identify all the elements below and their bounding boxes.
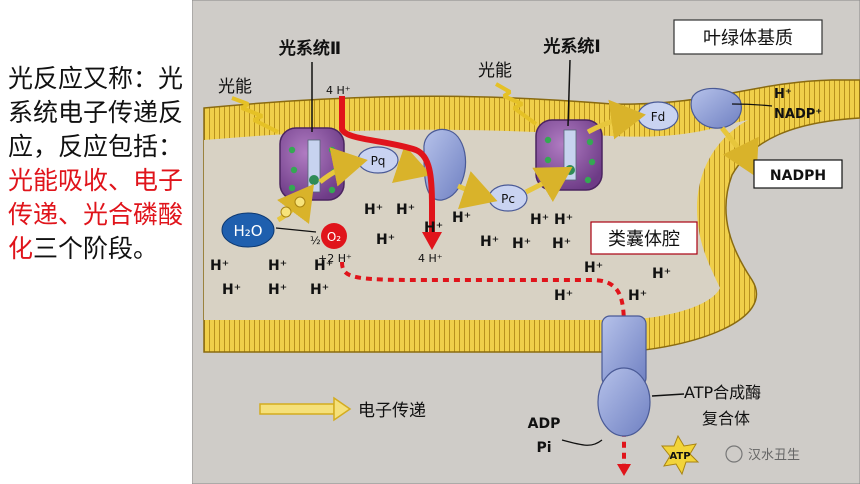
lumen-label: 类囊体腔	[608, 229, 680, 250]
e-flow-water	[276, 184, 315, 225]
water-molecule	[221, 212, 275, 248]
svg-text:H⁺: H⁺	[512, 236, 531, 252]
svg-text:H⁺: H⁺	[268, 258, 287, 274]
intro-tail: 三个阶段。	[33, 234, 159, 263]
nadph-box	[753, 159, 843, 189]
pq-label: Pq	[371, 154, 386, 168]
e-flow-cyt-pc	[457, 171, 498, 210]
light-bolt-ps1-icon	[495, 82, 538, 126]
svg-text:H⁺: H⁺	[554, 212, 573, 228]
ps2-label: 光系统Ⅱ	[278, 38, 341, 59]
light-reaction-diagram: 叶绿体基质 类囊体腔 光系统Ⅱ 光系统Ⅰ 光能 光能 Pq Pc Fd	[192, 0, 860, 484]
two-h-label: +2 H⁺	[318, 252, 352, 265]
water-label: H₂O	[233, 222, 262, 240]
proton-pump-arrow	[339, 96, 435, 236]
svg-text:H⁺: H⁺	[314, 258, 333, 274]
four-h-top-label: 4 H⁺	[326, 84, 351, 97]
legend-label: 电子传递	[358, 401, 426, 421]
stroma-label-box	[673, 19, 823, 55]
e-flow-ps1-fd	[586, 99, 646, 140]
atp-synthase-label-1: ATP合成酶	[684, 383, 761, 402]
ps1-label: 光系统Ⅰ	[542, 36, 600, 57]
atp-synthase-pointer	[651, 393, 685, 397]
wechat-icon	[725, 445, 743, 463]
legend: 电子传递	[259, 396, 426, 422]
intro-stages: 光能吸收、电子传递、光合磷酸化	[8, 166, 184, 263]
svg-text:H⁺: H⁺	[376, 232, 395, 248]
e-flow-pc-ps1	[524, 166, 573, 203]
proton-gradient-flow	[340, 261, 626, 470]
light-bolt-ps2-icon	[231, 96, 279, 134]
svg-text:H⁺: H⁺	[554, 288, 573, 304]
fd-label: Fd	[651, 110, 666, 124]
e-flow-fnr-nadph	[720, 126, 759, 177]
atp-star	[660, 434, 700, 476]
lumen-protons: H⁺ H⁺ H⁺ H⁺ H⁺ H⁺ H⁺ H⁺ H⁺ H⁺ H⁺ H⁺ H⁺ H…	[210, 202, 671, 304]
light-label-ps1: 光能	[478, 61, 512, 81]
half-label: ½	[310, 234, 321, 247]
e-flow-ps2-pq	[318, 147, 368, 187]
e-flow-pq-cyt	[391, 145, 432, 184]
oxygen-label: O₂	[327, 230, 341, 244]
ps1-pointer	[567, 59, 571, 127]
lumen-label-box	[590, 221, 698, 255]
water-split-arrow	[275, 227, 317, 233]
svg-text:H⁺: H⁺	[552, 236, 571, 252]
nadp-reductase	[690, 87, 742, 129]
pc-label: Pc	[501, 192, 515, 206]
svg-text:H⁺: H⁺	[584, 260, 603, 276]
h-plus-stroma: H⁺	[774, 87, 792, 102]
svg-text:H⁺: H⁺	[310, 282, 329, 298]
svg-text:H⁺: H⁺	[364, 202, 383, 218]
svg-text:H⁺: H⁺	[530, 212, 549, 228]
stroma-label: 叶绿体基质	[703, 28, 793, 49]
svg-text:H⁺: H⁺	[222, 282, 241, 298]
pi-label: Pi	[536, 440, 551, 456]
svg-text:H⁺: H⁺	[210, 258, 229, 274]
atp-label: ATP	[669, 451, 690, 462]
light-label-ps2: 光能	[218, 77, 252, 97]
nadph-label: NADPH	[770, 168, 826, 184]
photosystem-ii	[279, 127, 345, 201]
intro-lead: 光反应又称：光系统电子传递反应，反应包括：	[8, 64, 184, 161]
svg-text:H⁺: H⁺	[628, 288, 647, 304]
svg-text:H⁺: H⁺	[652, 266, 671, 282]
svg-text:H⁺: H⁺	[424, 220, 443, 236]
four-h-mid-label: 4 H⁺	[418, 252, 443, 265]
nadp-plus-label: NADP⁺	[774, 107, 822, 122]
atp-synthase	[597, 315, 651, 437]
adp-label: ADP	[528, 416, 561, 432]
watermark-label: 汉水丑生	[748, 448, 800, 463]
svg-text:H⁺: H⁺	[480, 234, 499, 250]
svg-text:H⁺: H⁺	[396, 202, 415, 218]
intro-text: 光反应又称：光系统电子传递反应，反应包括：光能吸收、电子传递、光合磷酸化三个阶段…	[8, 62, 192, 266]
svg-text:H⁺: H⁺	[452, 210, 471, 226]
svg-text:H⁺: H⁺	[268, 282, 287, 298]
oxygen-molecule	[321, 223, 347, 249]
atp-synthase-label-2: 复合体	[702, 409, 750, 428]
